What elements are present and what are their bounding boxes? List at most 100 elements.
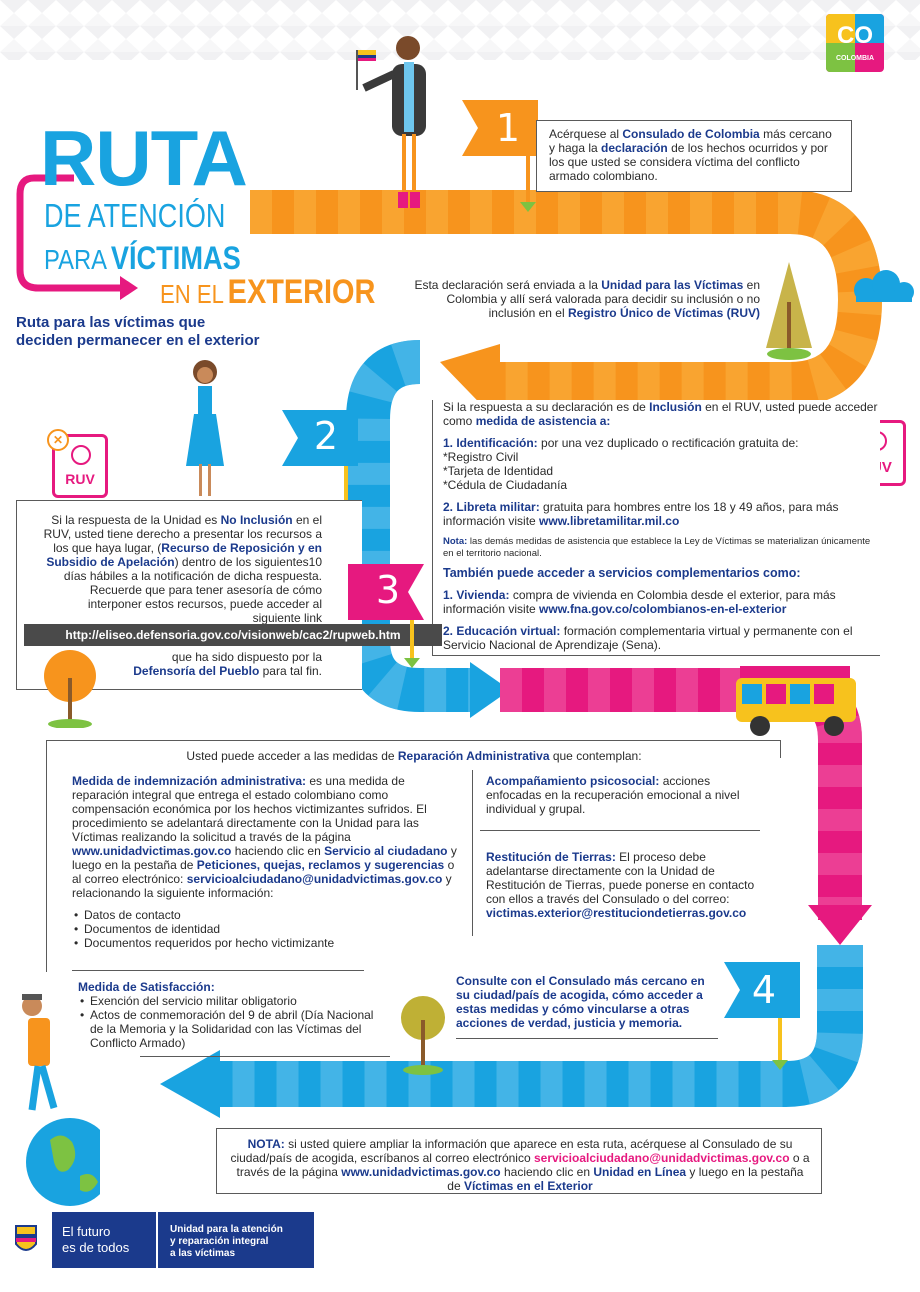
repar-intro-c: que contemplan: (549, 749, 642, 763)
repar-intro-b: Reparación Administrativa (397, 749, 550, 763)
noincl-defensoria: Defensoría del Pueblo (133, 664, 260, 678)
reparacion-intro: Usted puede acceder a las medidas de Rep… (46, 740, 781, 767)
psi-text: acciones enfocadas en la recuperación em… (486, 774, 740, 816)
step-3-number: 3 (375, 568, 401, 612)
footer-right-2: y reparación integral (170, 1236, 269, 1247)
incl-doc-3: *Cédula de Ciudadanía (443, 478, 568, 492)
incl-doc-1: *Registro Civil (443, 450, 519, 464)
incl-id-title: 1. Identificación: (443, 436, 538, 450)
inclusion-educacion: 2. Educación virtual: formación compleme… (443, 624, 880, 652)
step-1-box: Acérquese al Consulado de Colombia más c… (536, 120, 852, 192)
incl-lib-link[interactable]: www.libretamilitar.mil.co (539, 514, 680, 528)
incl-edu-text: formación complementaria virtual y perma… (443, 624, 853, 652)
incl-doc-2: *Tarjeta de Identidad (443, 464, 554, 478)
step-1b-text: Esta declaración será enviada a la Unida… (398, 278, 760, 320)
defensoria-link[interactable]: http://eliseo.defensoria.gov.co/visionwe… (24, 624, 442, 646)
woman-illustration (186, 360, 224, 496)
nota-h: y luego en la pestaña de (447, 1165, 804, 1193)
nota-link[interactable]: www.unidadvictimas.gov.co (341, 1165, 501, 1179)
ind-d: haciendo clic en (231, 844, 325, 858)
title-de-atencion: DE ATENCIÓN (44, 197, 226, 234)
box2-text-a: Esta declaración será enviada a la (414, 278, 602, 292)
nota-email[interactable]: servicioalciudadano@unidadvictimas.gov.c… (533, 1151, 790, 1165)
nota-unidad: Unidad en Línea (593, 1165, 687, 1179)
title-para: PARA VÍCTIMAS (44, 242, 241, 281)
ind-j: y relacionando la siguiente información: (72, 872, 452, 900)
inclusion-intro: Si la respuesta a su declaración es de I… (443, 400, 880, 428)
coat-of-arms-shape (15, 1225, 37, 1251)
box2-ruv: Registro Único de Víctimas (RUV) (567, 306, 760, 320)
incl-nota-text: las demás medidas de asistencia que esta… (443, 536, 871, 559)
incl-lib-text: gratuita para hombres entre los 18 y 49 … (443, 500, 839, 528)
logo-co-text: CO (837, 22, 873, 49)
footer-bar: El futuro es de todos Unidad para la ate… (0, 1212, 314, 1268)
ind-divider (72, 970, 364, 971)
incl-id-text: por una vez duplicado o rectificación gr… (537, 436, 799, 450)
box1-consulado: Consulado de Colombia (622, 127, 760, 141)
tree-triangle-icon (766, 262, 812, 360)
sat-divider (140, 1056, 390, 1057)
ind-h: o al correo electrónico: (72, 858, 455, 886)
tie-email[interactable]: victimas.exterior@restituciondetierras.g… (486, 906, 747, 920)
psicosocial-block: Acompañamiento psicosocial: acciones enf… (486, 774, 746, 816)
sat-item-1: Exención del servicio militar obligatori… (80, 994, 378, 1008)
incl-edu-title: 2. Educación virtual: (443, 624, 561, 638)
nota-b: si usted quiere ampliar la información q… (230, 1137, 793, 1165)
logo-country-text: COLOMBIA (835, 55, 875, 62)
ind-list-item-2: Documentos de identidad (74, 922, 460, 936)
incl-viv-link[interactable]: www.fna.gov.co/colombianos-en-el-exterio… (539, 602, 787, 616)
box1-text-a: Acérquese al (549, 127, 623, 141)
ind-link[interactable]: www.unidadvictimas.gov.co (72, 844, 232, 858)
nota-title: NOTA: (247, 1137, 285, 1151)
footer-left-2: es de todos (62, 1240, 130, 1255)
subtitle: Ruta para las víctimas que deciden perma… (16, 314, 260, 349)
ind-b: es una medida de reparación integral que… (72, 774, 427, 844)
indemnizacion-block: Medida de indemnización administrativa: … (72, 774, 460, 950)
ind-email[interactable]: servicioalciudadano@unidadvictimas.gov.c… (186, 872, 443, 886)
step-4-flag-shape (724, 962, 800, 1070)
nota-f: haciendo clic en (500, 1165, 594, 1179)
incl-nota-title: Nota: (443, 536, 468, 547)
nota-d: o a través de la página (236, 1151, 810, 1179)
chiva-bus-illustration (736, 666, 856, 736)
noincl-a: Si la respuesta de la Unidad es (51, 513, 221, 527)
satisfaccion-block: Medida de Satisfacción: Exención del ser… (78, 980, 378, 1050)
ruv-x-badge-icon: ✕ (47, 429, 69, 451)
tierras-block: Restitución de Tierras: El proceso debe … (486, 850, 768, 920)
inclusion-block: Si la respuesta a su declaración es de I… (432, 400, 880, 656)
title-victimas: VÍCTIMAS (110, 240, 241, 276)
inclusion-identificacion: 1. Identificación: por una vez duplicado… (443, 436, 880, 450)
man-with-flag-illustration (356, 36, 426, 208)
box1-declaracion: declaración (601, 141, 668, 155)
title-exterior: EXTERIOR (227, 273, 376, 311)
ind-f: y luego en la pestaña de (72, 844, 457, 872)
reparacion-frame-right (780, 740, 781, 758)
title-ruta: RUTA (40, 114, 248, 202)
repar-intro-a: Usted puede acceder a las medidas de (186, 749, 398, 763)
olive-tree-icon (401, 996, 445, 1075)
reparacion-frame-left (46, 740, 47, 972)
footer-right-3: a las víctimas (170, 1248, 236, 1259)
title-para-word: PARA (44, 244, 108, 275)
ind-title: Medida de indemnización administrativa: (72, 774, 307, 788)
title-bracket (16, 174, 138, 300)
inclusion-nota: Nota: las demás medidas de asistencia qu… (443, 536, 880, 560)
box2-unidad: Unidad para las Víctimas (601, 278, 744, 292)
ind-peticiones: Peticiones, quejas, reclamos y sugerenci… (196, 858, 445, 872)
psi-divider (480, 830, 760, 831)
ruv-person-icon (71, 445, 91, 465)
tie-text: El proceso debe adelantarse directamente… (486, 850, 755, 906)
incl-inclusion: Inclusión (649, 400, 702, 414)
noincl-no-inclusion: No Inclusión (220, 513, 293, 527)
noincl-recurso: Recurso de Reposición y en Subsidio de A… (46, 541, 322, 569)
title-en-el: EN EL (160, 279, 224, 309)
top-pattern (0, 0, 920, 60)
footer-divider (156, 1212, 158, 1268)
noincl-f: que ha sido dispuesto por la (171, 650, 322, 664)
sat-list: Exención del servicio militar obligatori… (78, 994, 378, 1050)
ruv-label-left: RUV (65, 471, 95, 487)
step-2-number: 2 (313, 414, 339, 458)
footer-left-1: El futuro (62, 1224, 111, 1239)
sat-item-2: Actos de conmemoración del 9 de abril (D… (80, 1008, 378, 1050)
noincl-c: en el RUV, usted tiene derecho a present… (43, 513, 322, 555)
